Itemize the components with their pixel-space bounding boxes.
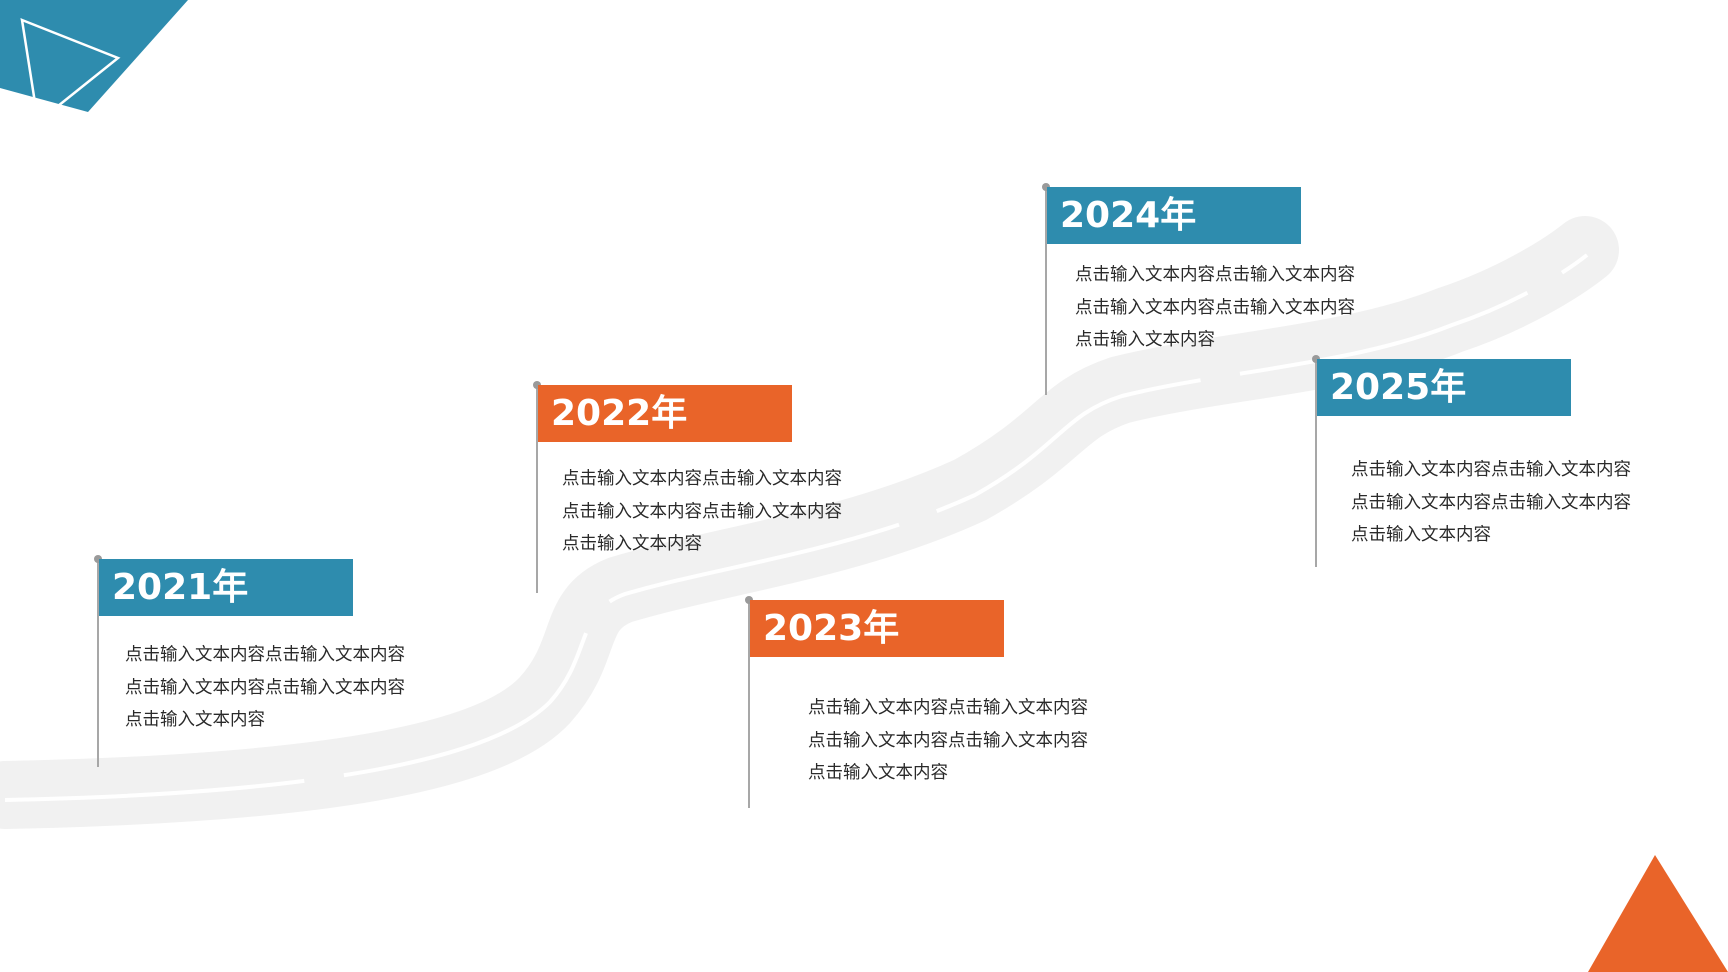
road-marking <box>4 253 1589 802</box>
milestone-description: 点击输入文本内容点击输入文本内容点击输入文本内容点击输入文本内容点击输入文本内容 <box>125 645 405 730</box>
milestone-description: 点击输入文本内容点击输入文本内容点击输入文本内容点击输入文本内容点击输入文本内容 <box>1351 460 1631 545</box>
flag-pole <box>97 559 99 767</box>
milestone-description: 点击输入文本内容点击输入文本内容点击输入文本内容点击输入文本内容点击输入文本内容 <box>1075 265 1355 350</box>
flag-pole-knob <box>1042 183 1050 191</box>
corner-triangle-orange <box>1588 855 1728 972</box>
year-flag: 2021年 <box>99 559 353 616</box>
year-flag: 2023年 <box>750 600 1004 657</box>
flag-pole <box>748 600 750 808</box>
milestone-description: 点击输入文本内容点击输入文本内容点击输入文本内容点击输入文本内容点击输入文本内容 <box>562 469 842 554</box>
year-flag: 2024年 <box>1047 187 1301 244</box>
flag-pole-knob <box>533 381 541 389</box>
road-illustration <box>0 216 1619 829</box>
year-flag: 2025年 <box>1317 359 1571 416</box>
flag-pole-knob <box>1312 355 1320 363</box>
flag-pole-knob <box>745 596 753 604</box>
corner-triangle-outline <box>20 18 121 125</box>
road-surface <box>0 216 1619 829</box>
year-flag: 2022年 <box>538 385 792 442</box>
flag-pole <box>536 385 538 593</box>
milestone-description: 点击输入文本内容点击输入文本内容点击输入文本内容点击输入文本内容点击输入文本内容 <box>808 698 1088 783</box>
flag-pole <box>1045 187 1047 395</box>
flag-pole <box>1315 359 1317 567</box>
corner-triangle-blue <box>0 0 188 112</box>
flag-pole-knob <box>94 555 102 563</box>
